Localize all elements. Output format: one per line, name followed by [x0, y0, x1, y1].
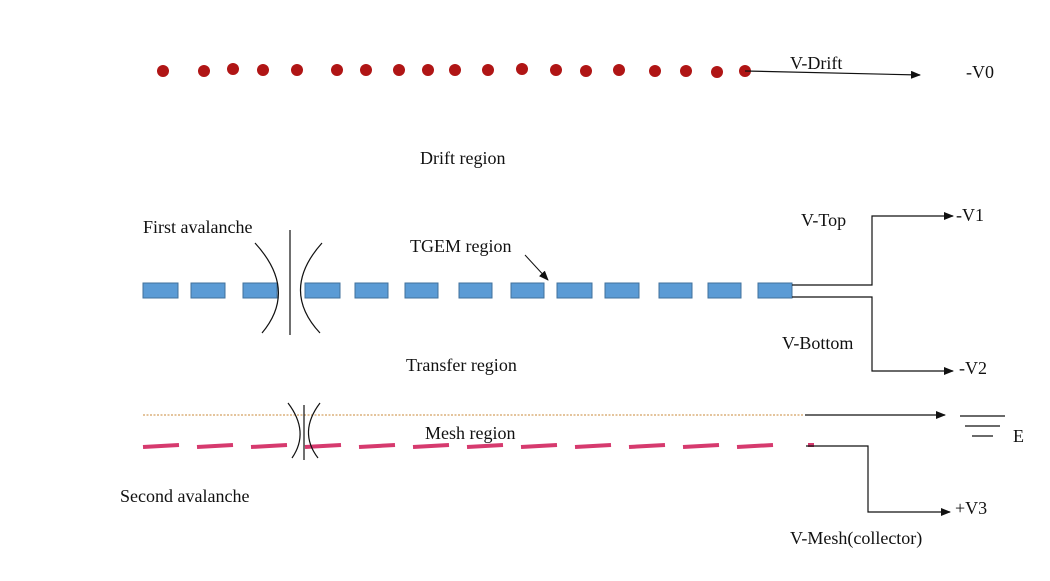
- mesh-dash: [142, 443, 180, 449]
- ground-icon: [960, 415, 1005, 437]
- tgem-segment: [707, 282, 742, 299]
- drift-dot: [291, 64, 303, 76]
- second-avalanche-symbol: [287, 402, 321, 460]
- plus-v3-label: +V3: [955, 498, 988, 518]
- minus-v2-label: -V2: [959, 358, 987, 378]
- drift-dot: [580, 65, 592, 77]
- tgem-segment: [510, 282, 545, 299]
- drift-dot: [422, 64, 434, 76]
- tgem-segment: [757, 282, 793, 299]
- drift-dot: [198, 65, 210, 77]
- minus-v0-label: -V0: [966, 62, 994, 82]
- drift-dot: [157, 65, 169, 77]
- drift-dot: [360, 64, 372, 76]
- e-label: E: [1013, 426, 1024, 446]
- v-top-wire: [792, 212, 954, 286]
- mesh-dash: [250, 443, 288, 449]
- mesh-dash: [412, 443, 450, 449]
- drift-region-label: Drift region: [420, 148, 506, 168]
- v-mesh-label: V-Mesh(collector): [790, 528, 923, 548]
- transfer-region-label: Transfer region: [406, 355, 517, 375]
- second-avalanche-label: Second avalanche: [120, 486, 250, 506]
- mesh-dash: [574, 443, 612, 449]
- drift-dot: [550, 64, 562, 76]
- tgem-segment: [242, 282, 278, 299]
- drift-dot: [613, 64, 625, 76]
- drift-dot: [711, 66, 723, 78]
- tgem-pointer-arrow: [524, 254, 549, 281]
- tgem-segment: [404, 282, 439, 299]
- first-avalanche-symbol: [254, 230, 323, 335]
- drift-dot: [331, 64, 343, 76]
- mesh-electrode: [142, 443, 814, 449]
- first-avalanche-label: First avalanche: [143, 217, 253, 237]
- drift-dot: [516, 63, 528, 75]
- mesh-dash: [520, 443, 558, 449]
- v-bottom-wire: [792, 296, 954, 375]
- mesh-dash: [628, 443, 666, 449]
- minus-v1-label: -V1: [956, 205, 984, 225]
- tgem-segment: [304, 282, 341, 299]
- drift-dot: [649, 65, 661, 77]
- drift-dot: [227, 63, 239, 75]
- mesh-dash: [196, 443, 234, 449]
- drift-dot: [449, 64, 461, 76]
- mesh-region-label: Mesh region: [425, 423, 516, 443]
- v-bottom-label: V-Bottom: [782, 333, 854, 353]
- tgem-electrode: [142, 282, 793, 299]
- tgem-segment: [142, 282, 179, 299]
- drift-dot: [393, 64, 405, 76]
- tgem-region-label: TGEM region: [410, 236, 512, 256]
- tgem-segment: [556, 282, 593, 299]
- drift-dot: [257, 64, 269, 76]
- tgem-segment: [190, 282, 226, 299]
- tgem-segment: [604, 282, 640, 299]
- v-top-label: V-Top: [801, 210, 847, 230]
- v-drift-arrow: [744, 70, 921, 79]
- tgem-segment: [354, 282, 389, 299]
- drift-dot: [482, 64, 494, 76]
- drift-electrode: [157, 63, 751, 78]
- mesh-dash: [358, 443, 396, 449]
- drift-dot: [680, 65, 692, 77]
- mesh-dash: [466, 443, 504, 449]
- tgem-segment: [458, 282, 493, 299]
- mesh-dash: [682, 443, 720, 449]
- v-drift-label: V-Drift: [790, 53, 843, 73]
- v-mesh-wire: [806, 445, 951, 516]
- tgem-segment: [658, 282, 693, 299]
- mesh-dash: [736, 443, 774, 449]
